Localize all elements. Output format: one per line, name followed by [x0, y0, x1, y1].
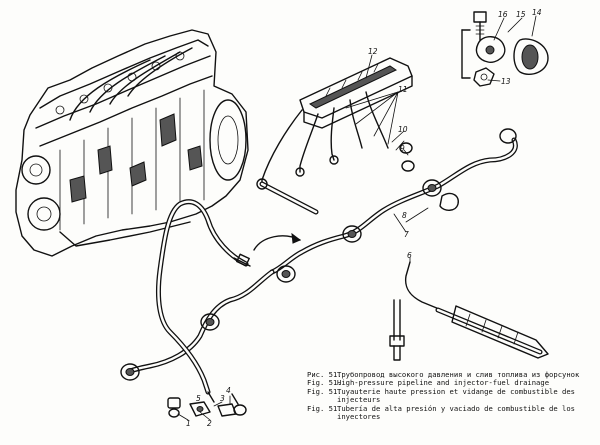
caption-es-prefix: Fig. 51.	[307, 403, 342, 413]
callout-12: 12	[368, 47, 378, 56]
high-pressure-pipe	[389, 261, 549, 361]
drain-pipeline	[120, 128, 518, 395]
engine-block	[15, 29, 249, 257]
callout-8: 8	[402, 211, 407, 220]
callout-5: 5	[196, 394, 201, 403]
pump-outlet-pipes	[256, 91, 389, 215]
caption-en-text: High-pressure pipeline and injector-fuel…	[337, 378, 550, 388]
callout-13: 13	[501, 77, 511, 86]
callout-14: 14	[532, 8, 542, 17]
caption-french: Fig. 51. Tuyauterie haute pression et vi…	[307, 386, 597, 405]
caption-english: Fig. 51. High-pressure pipeline and inje…	[307, 378, 597, 388]
callout-11: 11	[398, 85, 408, 94]
bottom-small-parts	[167, 391, 247, 418]
figure-caption: Рис. 51. Трубопровод высокого давления и…	[307, 370, 597, 422]
banjo-fitting-parts	[461, 11, 549, 87]
caption-spanish: Fig. 51. Tubería de alta presión y vacia…	[307, 403, 597, 422]
callout-7: 7	[404, 230, 409, 239]
caption-ru-text: Трубопровод высокого давления и слив топ…	[337, 370, 580, 379]
caption-fr-prefix: Fig. 51.	[307, 386, 342, 396]
injection-pump	[299, 57, 413, 129]
callout-3: 3	[220, 394, 225, 403]
callout-10: 10	[398, 125, 408, 134]
callout-6: 6	[407, 251, 412, 260]
caption-ru-prefix: Рис. 51.	[307, 370, 342, 379]
callout-4: 4	[226, 386, 231, 395]
caption-en-prefix: Fig. 51.	[307, 378, 342, 388]
caption-russian: Рис. 51. Трубопровод высокого давления и…	[307, 370, 597, 379]
callout-16: 16	[498, 10, 508, 19]
callout-numbers: 1 2 3 4 5 6 7 8 9 10 11 12 13 14 15 16	[186, 8, 542, 428]
callout-1: 1	[186, 419, 191, 428]
callout-2: 2	[207, 419, 212, 428]
callout-9: 9	[400, 144, 405, 153]
caption-fr-text: Tuyauterie haute pression et vidange de …	[337, 386, 580, 405]
leader-lines	[177, 15, 537, 421]
callout-15: 15	[516, 10, 526, 19]
caption-es-text: Tubería de alta presión y vaciado de com…	[337, 403, 580, 422]
